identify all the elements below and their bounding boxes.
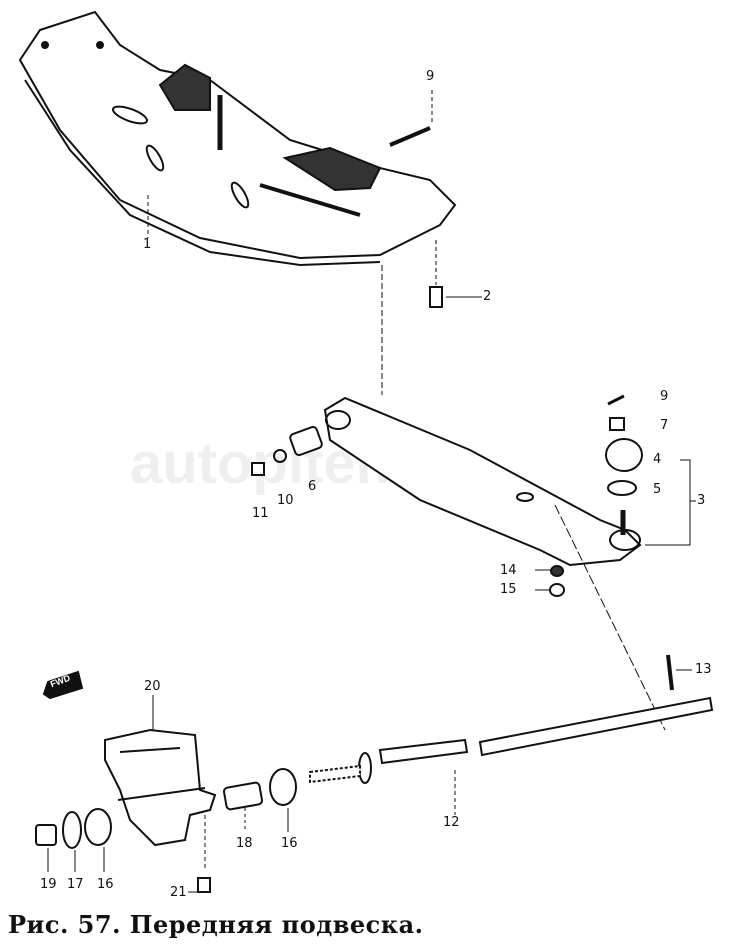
boot-part-4 [605, 438, 643, 472]
bracket-part-20 [104, 695, 217, 847]
ring-part-5 [607, 480, 637, 496]
part-label: 17 [67, 877, 84, 892]
sleeve-part-18 [222, 781, 264, 811]
figure-caption: Рис. 57. Передняя подвеска. [8, 910, 424, 939]
part-label: 14 [500, 563, 517, 578]
washer-part-10 [273, 449, 287, 463]
part-label: 16 [97, 877, 114, 892]
part-label: 3 [697, 493, 706, 508]
nut-part-7 [609, 417, 625, 431]
strut-bar-part-12 [309, 696, 714, 784]
part-label: 18 [236, 836, 253, 851]
bushing-part-6 [289, 426, 323, 456]
part-label: 11 [252, 506, 269, 521]
part-label: 15 [500, 582, 517, 597]
bolt-part-2 [429, 286, 443, 308]
part-label: 6 [308, 479, 317, 494]
fwd-arrow-icon [42, 670, 84, 700]
part-label: 12 [443, 815, 460, 830]
part-label: 4 [653, 452, 662, 467]
part-label: 2 [483, 289, 492, 304]
nut-part-19 [35, 824, 57, 846]
part-label: 21 [170, 885, 187, 900]
part-label: 13 [695, 662, 712, 677]
bushing-part-16 [269, 768, 297, 806]
part-label: 9 [660, 389, 669, 404]
bolt-part-21 [197, 877, 211, 893]
part-label: 7 [660, 418, 669, 433]
bolt-part-9 [389, 126, 431, 147]
nut-part-11 [251, 462, 265, 476]
part-label: 1 [143, 237, 152, 252]
part-label: 19 [40, 877, 57, 892]
part-label: 16 [281, 836, 298, 851]
part-label: 5 [653, 482, 662, 497]
crossmember-part-1 [18, 10, 457, 267]
part-label: 20 [144, 679, 161, 694]
part-label: 10 [277, 493, 294, 508]
bushing-part-16b [84, 808, 112, 846]
bolt-part-13 [666, 654, 674, 691]
lower-arm-part-3 [323, 396, 642, 567]
part-label: 9 [426, 69, 435, 84]
washer-part-17 [62, 811, 82, 849]
